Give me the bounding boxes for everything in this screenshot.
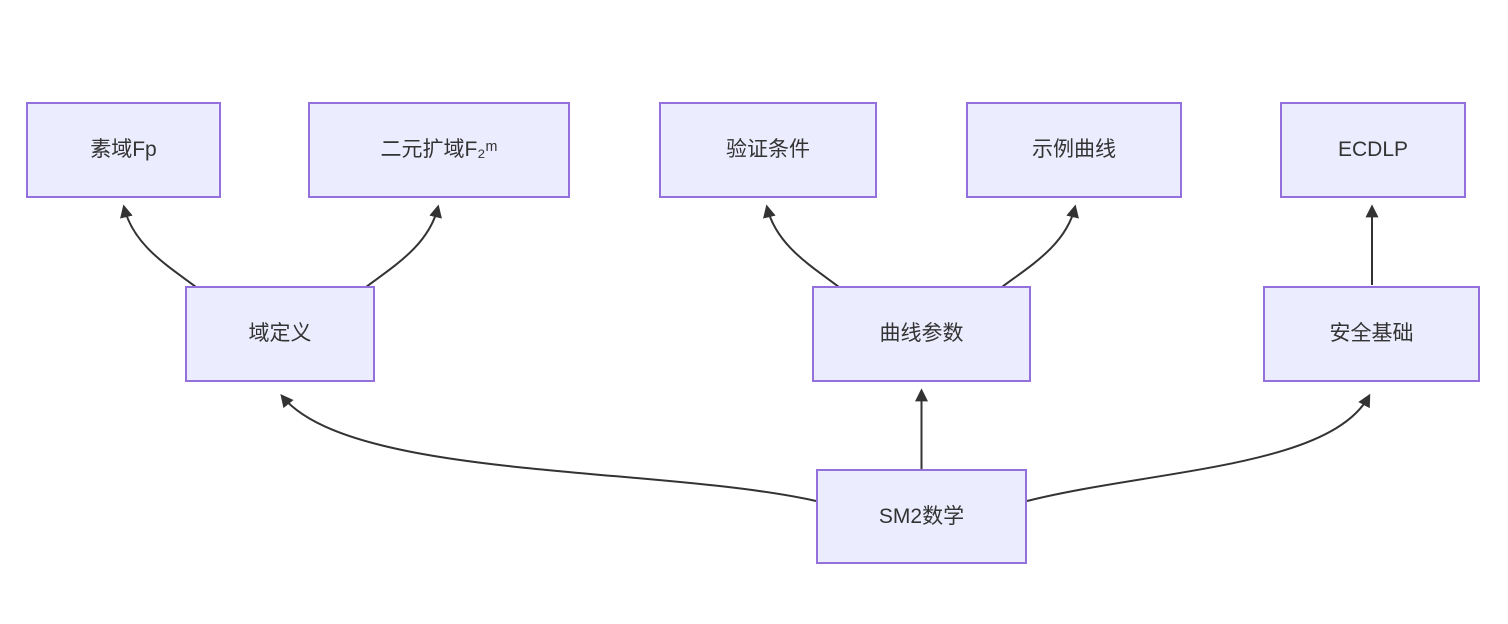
node-prime-field: 素域Fp: [26, 102, 221, 198]
edge-sm2-math-to-domain-definition: [280, 393, 817, 502]
node-label-verification-conditions: 验证条件: [726, 138, 810, 162]
node-security-basis: 安全基础: [1263, 286, 1480, 382]
edges: [120, 204, 1379, 502]
edge-domain-definition-to-binary-extension-field: [365, 204, 442, 288]
node-label-curve-parameters: 曲线参数: [879, 322, 964, 346]
node-label-domain-definition: 域定义: [248, 322, 312, 346]
edge-sm2-math-to-security-basis: [1026, 393, 1371, 502]
edge-curve-parameters-to-verification-conditions: [763, 204, 840, 288]
node-label-security-basis: 安全基础: [1329, 322, 1414, 346]
node-label-example-curve: 示例曲线: [1032, 138, 1116, 162]
node-binary-extension-field: 二元扩域F₂ᵐ: [308, 102, 570, 198]
node-domain-definition: 域定义: [185, 286, 375, 382]
edge-curve-parameters-to-example-curve: [1001, 204, 1079, 288]
edge-domain-definition-to-prime-field: [120, 204, 197, 288]
node-example-curve: 示例曲线: [966, 102, 1182, 198]
node-curve-parameters: 曲线参数: [812, 286, 1031, 382]
node-label-prime-field: 素域Fp: [90, 138, 157, 162]
node-label-ecdlp: ECDLP: [1337, 138, 1409, 162]
node-ecdlp: ECDLP: [1280, 102, 1466, 198]
node-label-sm2-math: SM2数学: [878, 504, 965, 528]
node-label-binary-extension-field: 二元扩域F₂ᵐ: [380, 138, 498, 162]
node-sm2-math: SM2数学: [816, 469, 1027, 564]
node-verification-conditions: 验证条件: [659, 102, 877, 198]
